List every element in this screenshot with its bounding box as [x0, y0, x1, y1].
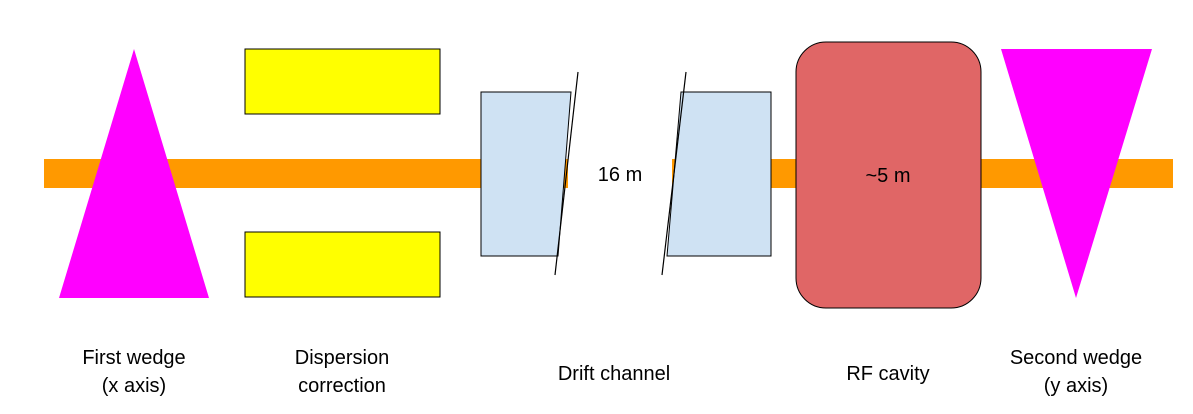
drift-length-label: 16 m [598, 164, 642, 186]
rf-cavity-label: RF cavity [846, 363, 929, 385]
drift-break-line-left [554, 71, 579, 276]
dispersion-label-line1: Dispersion [295, 347, 389, 369]
drift-break-line-right [661, 71, 687, 276]
rf-cavity-box [795, 41, 982, 309]
second-wedge-triangle [1001, 49, 1152, 298]
dispersion-label-line2: correction [298, 375, 386, 397]
dispersion-magnet-top [244, 48, 441, 115]
drift-channel-right-piece [666, 91, 772, 257]
drift-channel-left-piece [480, 91, 572, 257]
first-wedge-triangle [59, 49, 209, 298]
rf-cavity-length-label: ~5 m [865, 165, 910, 187]
second-wedge-label-line1: Second wedge [1010, 347, 1142, 369]
drift-channel-label: Drift channel [558, 363, 670, 385]
first-wedge-label-line2: (x axis) [102, 375, 166, 397]
first-wedge-label-line1: First wedge [82, 347, 185, 369]
dispersion-magnet-bottom [244, 231, 441, 298]
second-wedge-label-line2: (y axis) [1044, 375, 1108, 397]
